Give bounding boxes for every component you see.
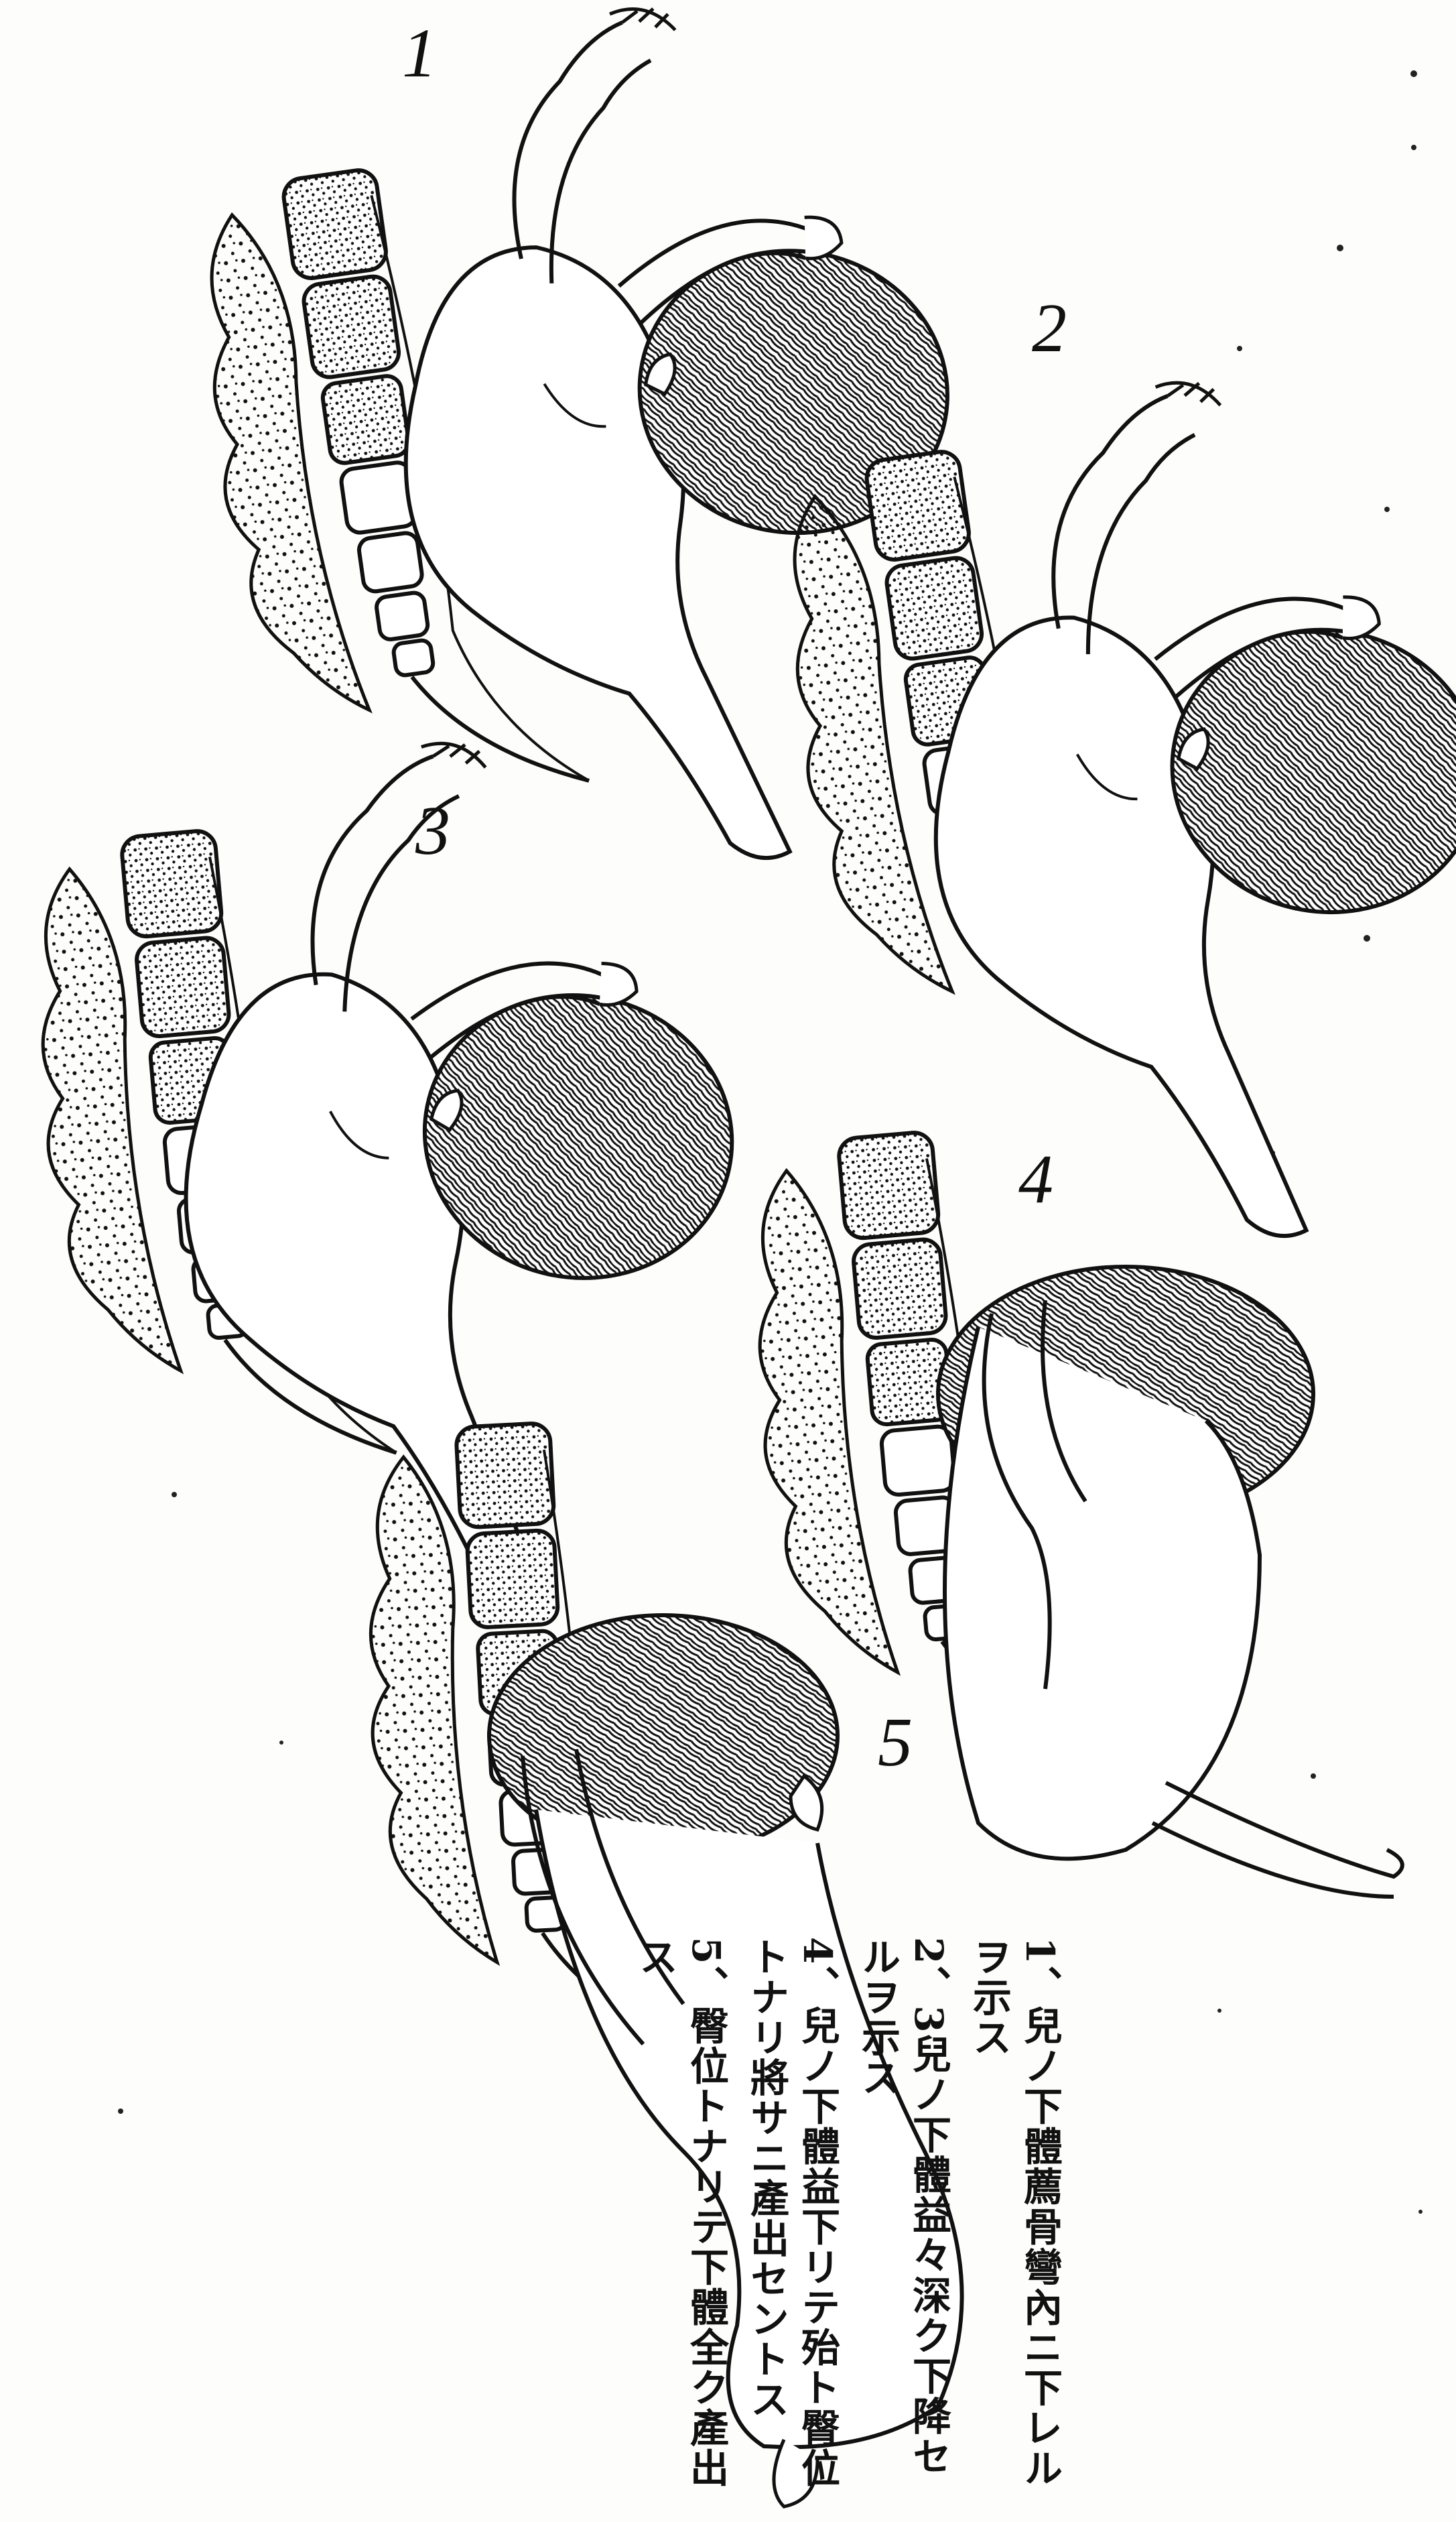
figure-number-2: 2 <box>1032 288 1067 368</box>
caption-line-3: 4、兒ノ下體益下リテ殆ト臀位トナリ將サニ產出セントス <box>741 1937 843 2493</box>
fetus-diagram-4 <box>739 1120 1402 1897</box>
caption-line-1: 1、兒ノ下體薦骨彎內ニ下レルヲ示ス <box>964 1937 1065 2493</box>
figure-caption: 1、兒ノ下體薦骨彎內ニ下レルヲ示ス 2、3兒ノ下體益々深ク下降セルヲ示ス 4、兒… <box>777 1937 1065 2493</box>
caption-line-2: 2、3兒ノ下體益々深ク下降セルヲ示ス <box>852 1937 954 2493</box>
fetus-diagram-2 <box>767 351 1456 1257</box>
figure-number-5: 5 <box>878 1702 913 1782</box>
caption-line-4: 5、臀位トナリテ下體全ク產出ス <box>630 1937 732 2493</box>
figure-number-1: 1 <box>402 13 437 93</box>
figure-number-4: 4 <box>1018 1139 1053 1219</box>
figure-number-3: 3 <box>415 791 450 871</box>
